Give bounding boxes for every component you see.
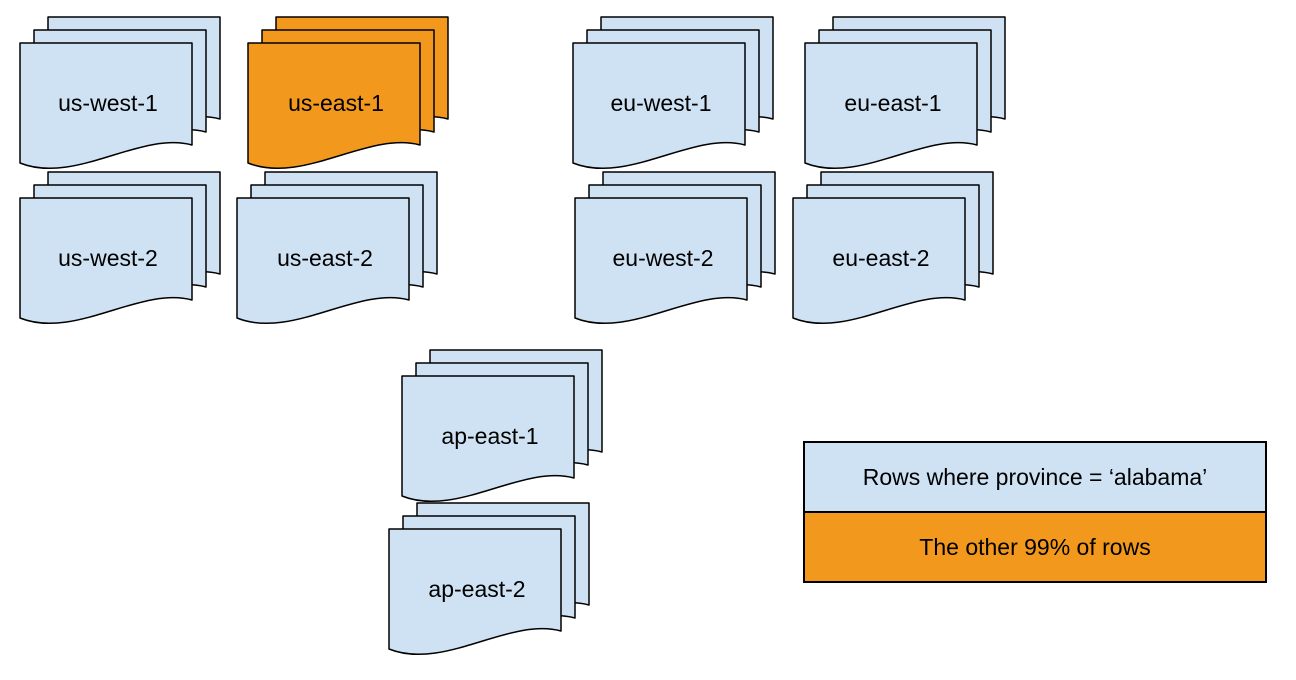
region-label: us-west-2 xyxy=(58,245,158,271)
region-label: us-west-1 xyxy=(58,90,158,116)
region-label: us-east-2 xyxy=(277,245,373,271)
document-sheet-front xyxy=(401,375,575,502)
document-stack-graphic: ap-east-2 xyxy=(388,502,590,655)
document-stack-graphic: us-west-2 xyxy=(19,171,221,324)
region-stack-us-west-2: us-west-2 xyxy=(19,171,221,327)
document-sheet-front xyxy=(804,42,978,169)
legend-item-other-rows: The other 99% of rows xyxy=(805,511,1265,581)
region-label: ap-east-1 xyxy=(441,423,538,449)
legend-item-label: Rows where province = ‘alabama’ xyxy=(862,463,1208,490)
document-sheet-front xyxy=(247,42,421,169)
document-sheet-front xyxy=(574,197,748,324)
document-stack-graphic: ap-east-1 xyxy=(401,349,603,502)
region-label: eu-east-1 xyxy=(844,90,941,116)
document-stack-graphic: us-west-1 xyxy=(19,16,221,169)
region-stack-eu-west-2: eu-west-2 xyxy=(574,171,776,327)
region-stack-ap-east-1: ap-east-1 xyxy=(401,349,603,505)
region-stack-eu-east-1: eu-east-1 xyxy=(804,16,1006,172)
region-label: eu-west-2 xyxy=(613,245,714,271)
region-stack-us-east-1: us-east-1 xyxy=(247,16,449,172)
legend-item-province-rows: Rows where province = ‘alabama’ xyxy=(805,443,1265,511)
region-stack-ap-east-2: ap-east-2 xyxy=(388,502,590,658)
region-stack-eu-east-2: eu-east-2 xyxy=(792,171,994,327)
document-sheet-front xyxy=(236,197,410,324)
legend: Rows where province = ‘alabama’ The othe… xyxy=(803,441,1267,583)
document-stack-graphic: eu-east-2 xyxy=(792,171,994,324)
document-stack-graphic: eu-west-1 xyxy=(572,16,774,169)
region-label: eu-west-1 xyxy=(611,90,712,116)
document-sheet-front xyxy=(572,42,746,169)
region-label: us-east-1 xyxy=(288,90,384,116)
region-stack-eu-west-1: eu-west-1 xyxy=(572,16,774,172)
document-sheet-front xyxy=(19,42,193,169)
region-stack-us-west-1: us-west-1 xyxy=(19,16,221,172)
legend-item-label: The other 99% of rows xyxy=(919,533,1151,560)
region-stack-us-east-2: us-east-2 xyxy=(236,171,438,327)
document-sheet-front xyxy=(792,197,966,324)
document-stack-graphic: us-east-1 xyxy=(247,16,449,169)
document-stack-graphic: us-east-2 xyxy=(236,171,438,324)
document-stack-graphic: eu-west-2 xyxy=(574,171,776,324)
document-sheet-front xyxy=(19,197,193,324)
region-label: eu-east-2 xyxy=(832,245,929,271)
document-sheet-front xyxy=(388,528,562,655)
region-label: ap-east-2 xyxy=(428,576,525,602)
document-stack-graphic: eu-east-1 xyxy=(804,16,1006,169)
